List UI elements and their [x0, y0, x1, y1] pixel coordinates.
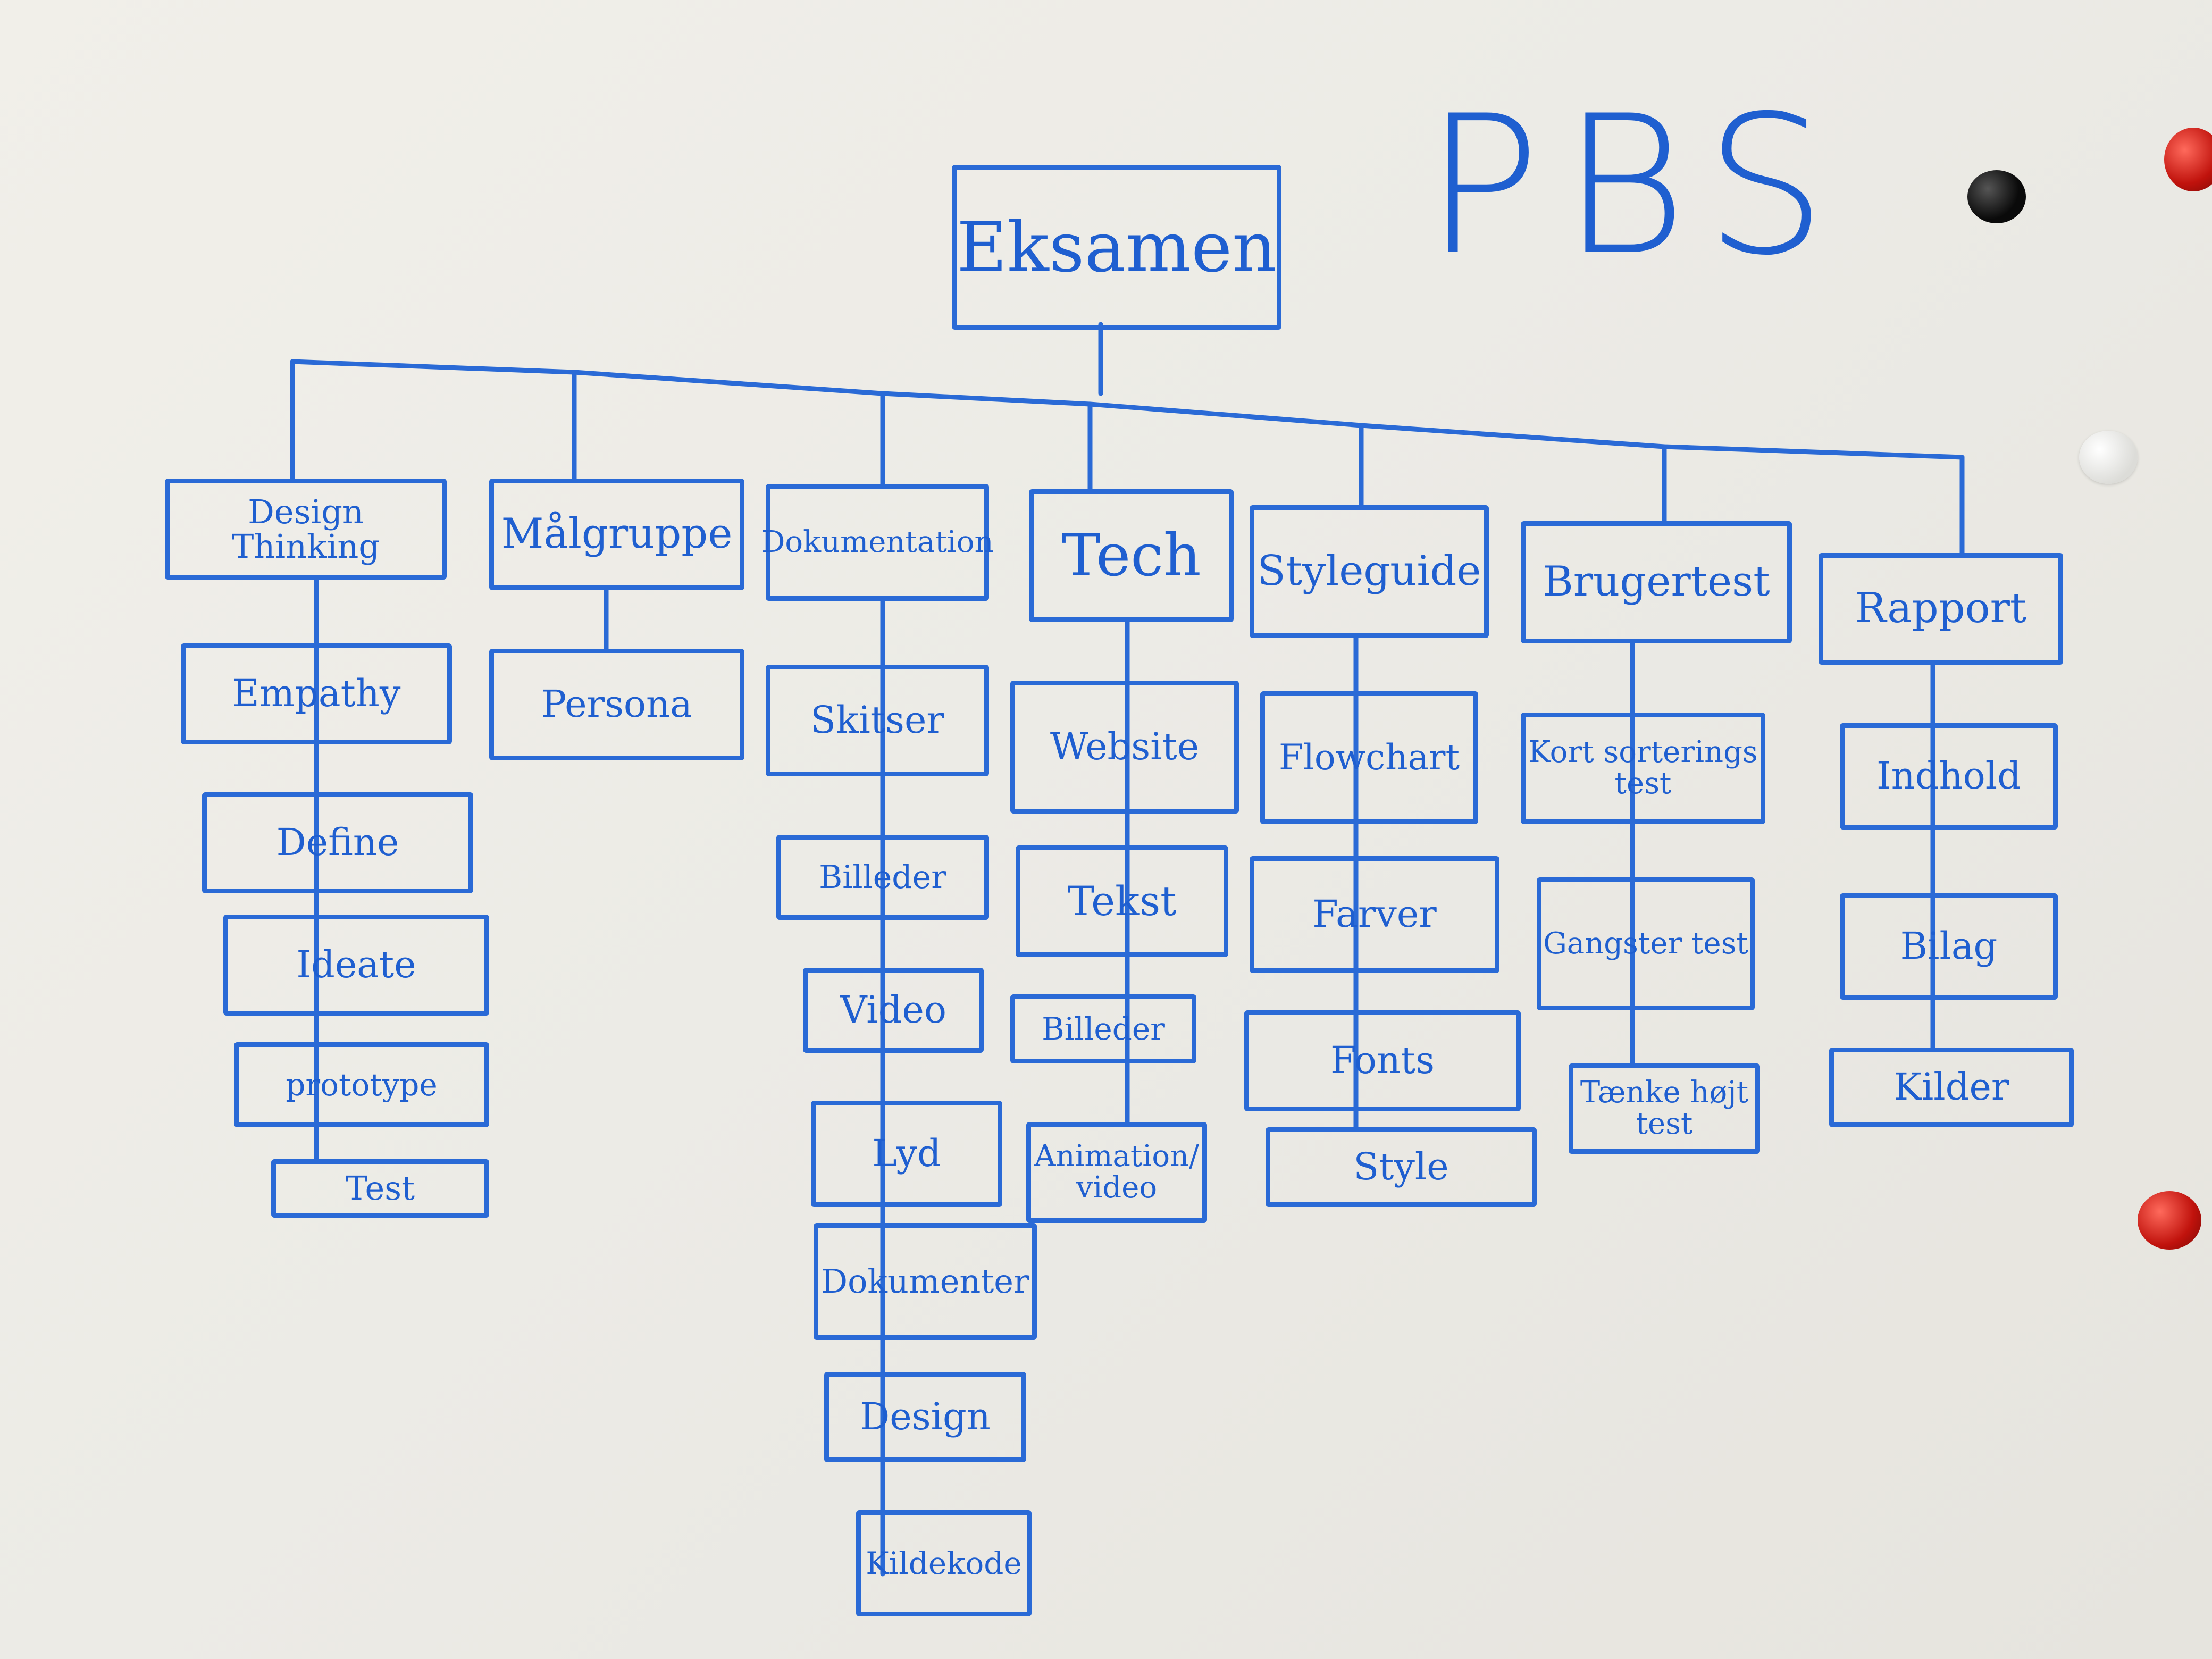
node-ideate: Ideate — [223, 915, 489, 1016]
category-styleguide: Styleguide — [1250, 505, 1489, 638]
node-billeder-1: Billeder — [776, 835, 989, 920]
category-tech: Tech — [1029, 489, 1234, 622]
node-bilag: Bilag — [1840, 893, 2058, 1000]
node-billeder-2: Billeder — [1010, 994, 1196, 1063]
node-animation-video: Animation/ video — [1026, 1122, 1207, 1223]
node-kort-sorterings-test: Kort sorterings test — [1521, 713, 1765, 824]
node-video: Video — [803, 968, 984, 1053]
node-farver: Farver — [1250, 856, 1499, 973]
node-skitser: Skitser — [766, 665, 989, 776]
node-empathy: Empathy — [181, 643, 452, 744]
node-dokumenter: Dokumenter — [814, 1223, 1037, 1340]
node-test: Test — [271, 1159, 489, 1218]
black-magnet — [1967, 170, 2026, 223]
node-website: Website — [1010, 681, 1239, 814]
node-fonts: Fonts — [1244, 1010, 1521, 1111]
white-magnet — [2079, 431, 2138, 484]
node-prototype: prototype — [234, 1042, 489, 1127]
node-gangster-test: Gangster test — [1537, 877, 1755, 1010]
node-lyd: Lyd — [811, 1101, 1002, 1207]
root-node: Eksamen — [952, 165, 1281, 330]
node-kilder: Kilder — [1829, 1048, 2074, 1127]
category-rapport: Rapport — [1819, 553, 2063, 665]
node-taenke-hojt-test: Tænke højt test — [1569, 1063, 1760, 1154]
node-tekst: Tekst — [1016, 845, 1228, 957]
board-title: PBS — [1425, 74, 1848, 297]
node-define: Define — [202, 792, 473, 893]
category-brugertest: Brugertest — [1521, 521, 1792, 643]
node-design: Design — [824, 1372, 1026, 1462]
category-malgruppe: Målgruppe — [489, 479, 744, 590]
category-design-thinking: Design Thinking — [165, 479, 447, 580]
node-kildekode: Kildekode — [856, 1510, 1032, 1616]
node-persona: Persona — [489, 649, 744, 760]
node-style: Style — [1266, 1127, 1537, 1207]
red-magnet-top — [2164, 128, 2212, 191]
category-dokumentation: Dokumentation — [761, 484, 994, 601]
node-indhold: Indhold — [1840, 723, 2058, 830]
red-magnet-bottom — [2138, 1191, 2201, 1250]
node-flowchart: Flowchart — [1260, 691, 1478, 824]
